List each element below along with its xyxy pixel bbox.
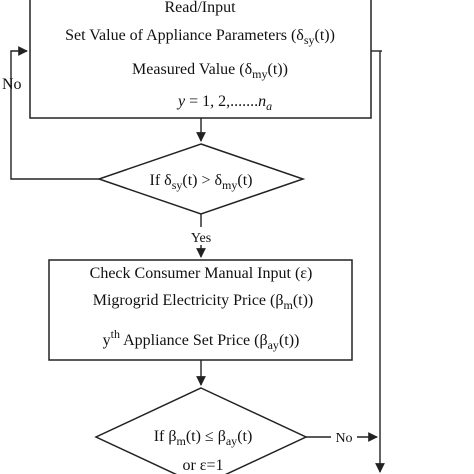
yes-label-bg xyxy=(185,227,217,245)
check-input-box xyxy=(48,259,353,361)
read-input-title: Read/Input xyxy=(164,0,236,16)
yes-label: Yes xyxy=(191,231,211,246)
read-input-box xyxy=(29,0,372,119)
decision1-condition: If δsy(t) > δmy(t) xyxy=(150,172,253,192)
no-label-right: No xyxy=(335,431,352,446)
appliance-index-range: y = 1, 2,.......na xyxy=(176,93,272,113)
no-label-right-bg xyxy=(331,428,357,446)
no-loop-decision1 xyxy=(10,46,99,180)
no-label-left: No xyxy=(2,76,22,93)
set-value-label: Set Value of Appliance Parameters (δsy(t… xyxy=(65,27,335,47)
decision2-or-condition: or ε=1 xyxy=(182,457,223,474)
appliance-set-price-label: yth Appliance Set Price (βay(t)) xyxy=(103,327,300,352)
decision2-condition: If βm(t) ≤ βay(t) xyxy=(154,428,253,448)
consumer-input-label: Check Consumer Manual Input (ε) xyxy=(90,265,313,282)
electricity-price-label: Migrogrid Electricity Price (βm(t)) xyxy=(93,292,314,312)
measured-value-label: Measured Value (δmy(t)) xyxy=(132,61,288,81)
decision2-diamond xyxy=(94,387,308,474)
